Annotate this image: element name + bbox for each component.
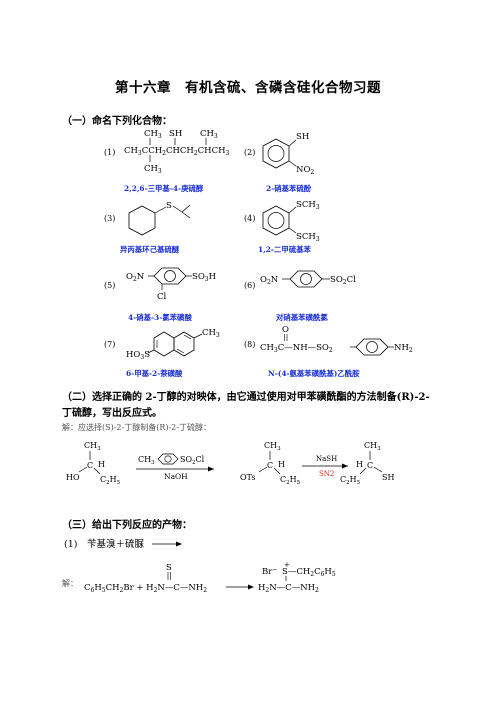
svg-text:S: S [166, 201, 172, 211]
item-3-number: (3) [104, 214, 116, 223]
svg-text:H: H [356, 460, 363, 469]
reagent-naoh: NaOH [164, 472, 188, 481]
structure-5: O2N SO3H Cl [126, 267, 216, 302]
svg-text:SH: SH [169, 129, 182, 139]
item-7-name: 6-甲基-2-萘磺酸 [126, 369, 183, 378]
svg-text:OTs: OTs [240, 473, 255, 482]
item-3-name: 异丙基环己基硫醚 [120, 245, 180, 254]
structure-6: O2N SO2Cl [260, 270, 356, 288]
svg-text:CH3: CH3 [144, 164, 162, 175]
item-8-number: (8) [244, 340, 256, 349]
svg-text:C2H5: C2H5 [100, 475, 121, 486]
svg-text:SO2Cl: SO2Cl [180, 455, 205, 466]
section-3-heading: （三）给出下列反应的产物： [62, 520, 192, 531]
section-3-solution-label: 解： [62, 579, 78, 588]
svg-text:H: H [278, 460, 285, 469]
item-1-name: 2,2,6-三甲基-4-庚硫醇 [124, 184, 204, 193]
svg-text:H: H [98, 460, 105, 469]
svg-text:S—CH2C6H5: S—CH2C6H5 [282, 567, 336, 578]
structure-7: CH3 HO3S [126, 328, 220, 361]
svg-text:CH3: CH3 [138, 455, 155, 466]
svg-text:SCH3: SCH3 [296, 232, 320, 243]
question-1-arrow [152, 541, 182, 547]
item-2-name: 2-硝基苯硫酚 [266, 184, 312, 193]
reagent-nash: NaSH [316, 455, 337, 463]
svg-text:Br−: Br− [262, 566, 277, 577]
item-4-number: (4) [244, 214, 256, 223]
section-2-solution-text: 解：应选择(S)-2-丁醇制备(R)-2-丁硫醇： [62, 423, 211, 432]
reagent-sn2: SN2 [319, 470, 334, 478]
structure-2: SH NO2 [262, 132, 314, 176]
svg-text:C: C [267, 461, 273, 470]
item-5-name: 4-硝基-3-氯苯磺酸 [128, 313, 192, 322]
reaction-scheme-3: S C6H5CH2Br + H2N—C—NH2 Br− + S—CH2C6H5 … [84, 561, 336, 594]
item-4-name: 1,2-二甲硫基苯 [258, 245, 311, 254]
section-2-heading-line2: 丁硫醇，写出反应式。 [62, 408, 162, 419]
svg-text:O2N: O2N [260, 275, 279, 286]
structure-1: CH3 SH CH3 CH3CCH2CHCH2CHCH3 CH3 [124, 129, 230, 175]
svg-text:CH3CCH2CHCH2CHCH3: CH3CCH2CHCH2CHCH3 [124, 146, 230, 157]
svg-text:C2H5: C2H5 [340, 475, 361, 486]
structure-4: SCH3 SCH3 [262, 200, 320, 243]
svg-text:C2H5: C2H5 [280, 475, 301, 486]
svg-text:SH: SH [296, 132, 309, 142]
svg-text:C: C [367, 461, 373, 470]
section-2-heading-line1: （二）选择正确的 2-丁醇的对映体，由它通过使用对甲苯磺酰酯的方法制备(R)-2… [62, 392, 430, 403]
page-title: 第十六章 有机含硫、含磷含硅化合物习题 [115, 80, 381, 96]
item-6-name: 对硝基苯磺酰氯 [276, 313, 328, 322]
item-8-name: N-(4-氨基苯磺酰基)乙酰胺 [268, 369, 360, 378]
section-1-heading: （一）命名下列化合物： [62, 116, 172, 127]
svg-text:C6H5CH2Br + H2N—C—NH2: C6H5CH2Br + H2N—C—NH2 [84, 583, 207, 594]
svg-text:CH3: CH3 [364, 441, 381, 452]
item-5-number: (5) [104, 281, 116, 290]
svg-text:NO2: NO2 [296, 165, 314, 176]
svg-text:S: S [166, 563, 172, 573]
svg-text:CH3C—NH—SO2: CH3C—NH—SO2 [260, 343, 333, 354]
svg-text:O: O [282, 325, 289, 335]
svg-text:CH3: CH3 [202, 328, 220, 339]
reaction-scheme-2: CH3 C H HO C2H5 CH3 SO2Cl NaOH CH3 C H O… [66, 441, 394, 486]
svg-text:SO2Cl: SO2Cl [330, 275, 356, 286]
svg-text:HO3S: HO3S [126, 350, 150, 361]
svg-text:SH: SH [382, 473, 394, 482]
svg-text:C: C [87, 461, 93, 470]
item-2-number: (2) [244, 148, 256, 157]
svg-text:Cl: Cl [157, 292, 167, 302]
svg-text:+: + [284, 561, 290, 569]
svg-text:CH3: CH3 [200, 129, 218, 140]
svg-text:H2N—C—NH2: H2N—C—NH2 [258, 583, 319, 594]
svg-text:CH3: CH3 [84, 441, 101, 452]
svg-text:NH2: NH2 [394, 343, 413, 354]
item-7-number: (7) [104, 340, 116, 349]
section-3-question-1: (1) 苄基溴＋硫脲 [64, 539, 144, 550]
svg-text:SO3H: SO3H [192, 272, 216, 283]
structure-3: S [128, 201, 191, 236]
item-6-number: (6) [244, 281, 256, 290]
svg-text:HO: HO [66, 473, 80, 482]
item-1-number: (1) [104, 148, 116, 157]
svg-text:CH3: CH3 [144, 129, 162, 140]
svg-text:SCH3: SCH3 [296, 200, 320, 211]
svg-text:CH3: CH3 [264, 441, 281, 452]
structure-8: O CH3C—NH—SO2 NH2 [260, 325, 413, 356]
svg-text:O2N: O2N [126, 272, 145, 283]
